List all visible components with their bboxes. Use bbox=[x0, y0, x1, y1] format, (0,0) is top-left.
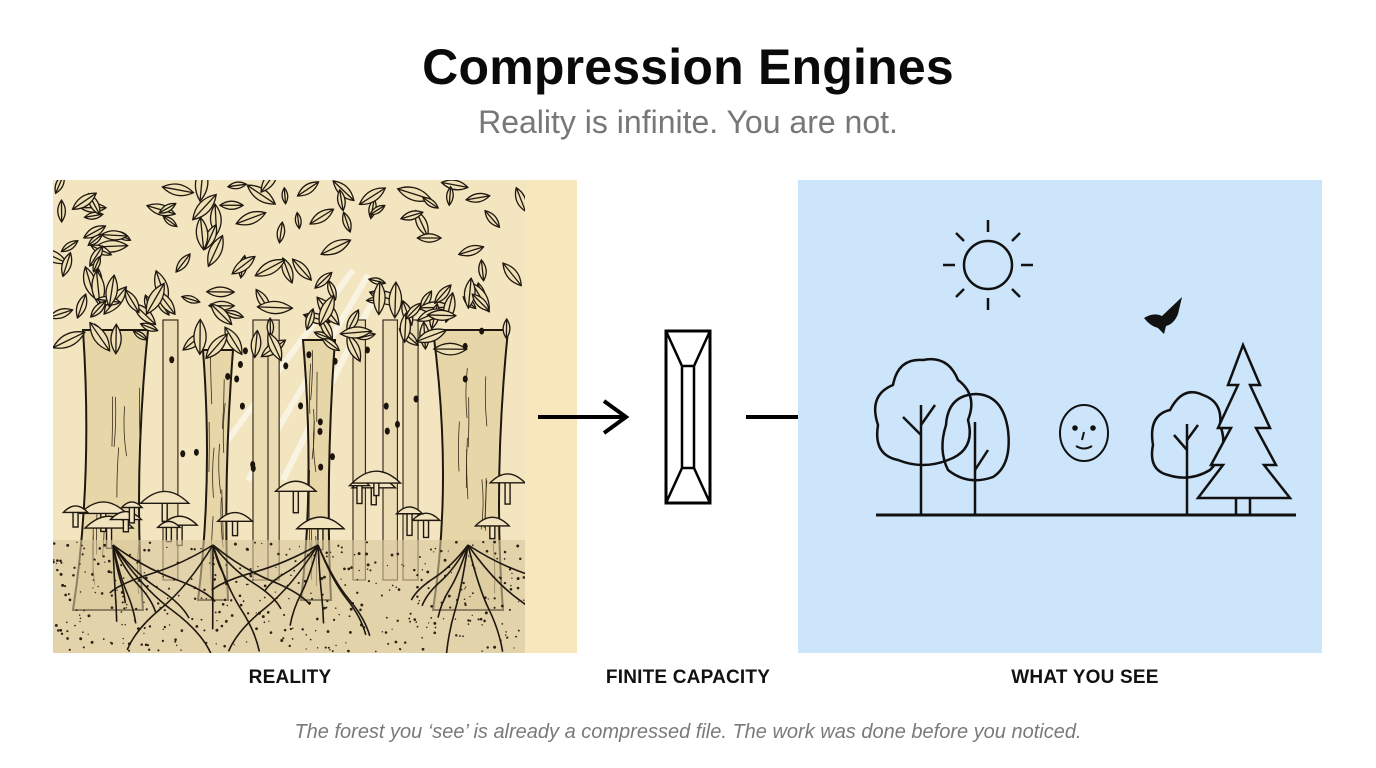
forest-sketch bbox=[53, 180, 525, 653]
page-subtitle: Reality is infinite. You are not. bbox=[478, 104, 898, 140]
what-you-see-caption: WHAT YOU SEE bbox=[1011, 667, 1159, 688]
insects bbox=[169, 327, 485, 472]
reality-panel bbox=[53, 180, 577, 653]
footnote: The forest you ‘see’ is already a compre… bbox=[294, 721, 1082, 743]
sun-icon bbox=[943, 220, 1033, 310]
round-tree-icon bbox=[873, 357, 973, 515]
what-you-see-panel bbox=[798, 180, 1322, 653]
face-icon bbox=[1059, 404, 1109, 462]
roots bbox=[109, 544, 525, 653]
arrow-right-icon bbox=[538, 399, 630, 435]
simplified-scene bbox=[873, 220, 1296, 517]
round-tree-icon bbox=[1150, 390, 1225, 515]
bird-icon bbox=[1144, 297, 1182, 334]
canopy-leaves bbox=[53, 180, 525, 363]
forest-illustration bbox=[53, 180, 525, 653]
reality-caption: REALITY bbox=[248, 667, 332, 688]
pine-tree-icon bbox=[1195, 341, 1293, 515]
page-title: Compression Engines bbox=[422, 39, 954, 95]
background-trunks bbox=[162, 319, 419, 581]
prism-icon bbox=[664, 329, 712, 505]
finite-capacity-caption: FINITE CAPACITY bbox=[605, 667, 771, 688]
mushrooms bbox=[61, 470, 525, 551]
round-tree-icon bbox=[941, 392, 1010, 515]
